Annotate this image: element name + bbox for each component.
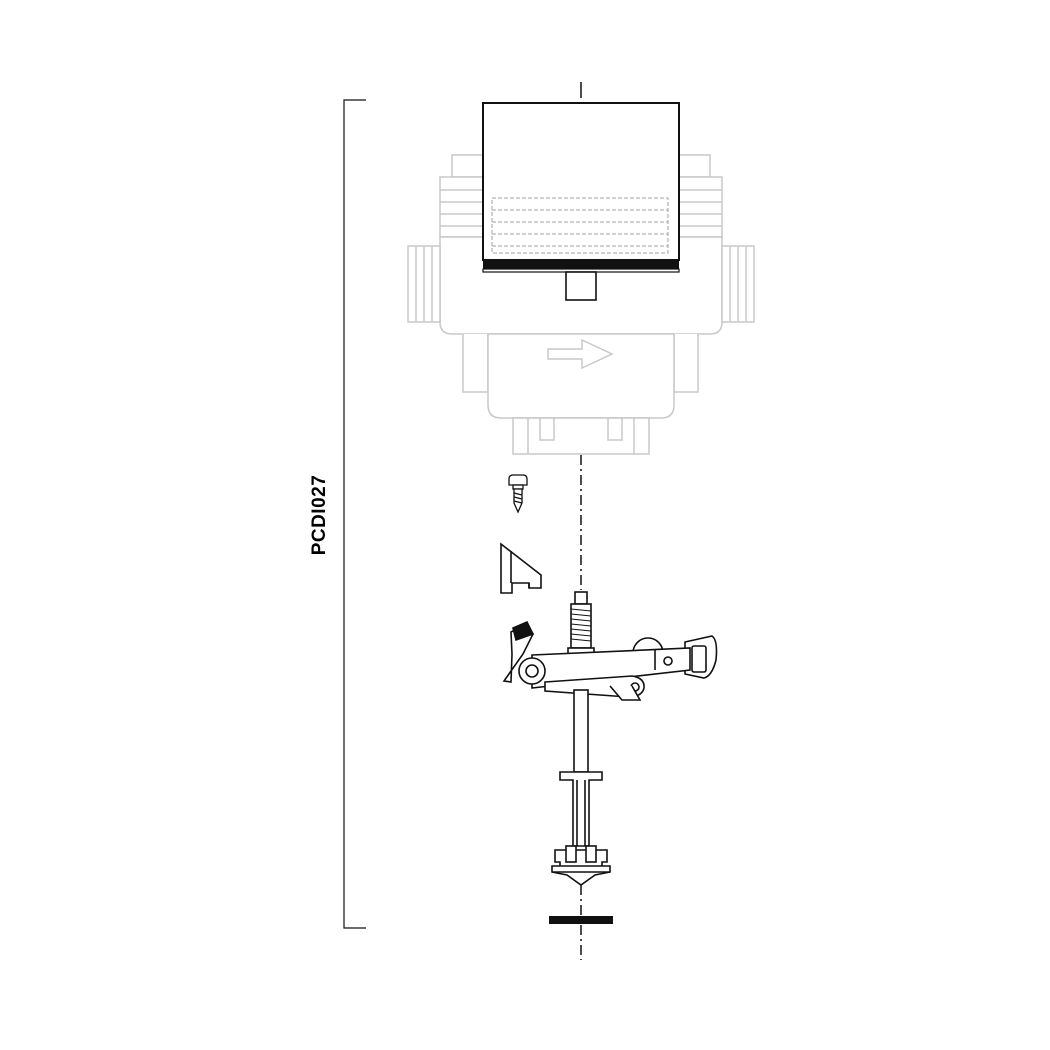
fixing-screw xyxy=(508,474,528,514)
assembly-bracket xyxy=(343,99,366,929)
sealing-washer xyxy=(549,916,613,924)
valve-stem-mechanism xyxy=(502,591,718,886)
actuator-cap xyxy=(482,102,680,301)
part-code-label: PCDI027 xyxy=(309,474,330,556)
wedge-clip xyxy=(500,542,542,594)
